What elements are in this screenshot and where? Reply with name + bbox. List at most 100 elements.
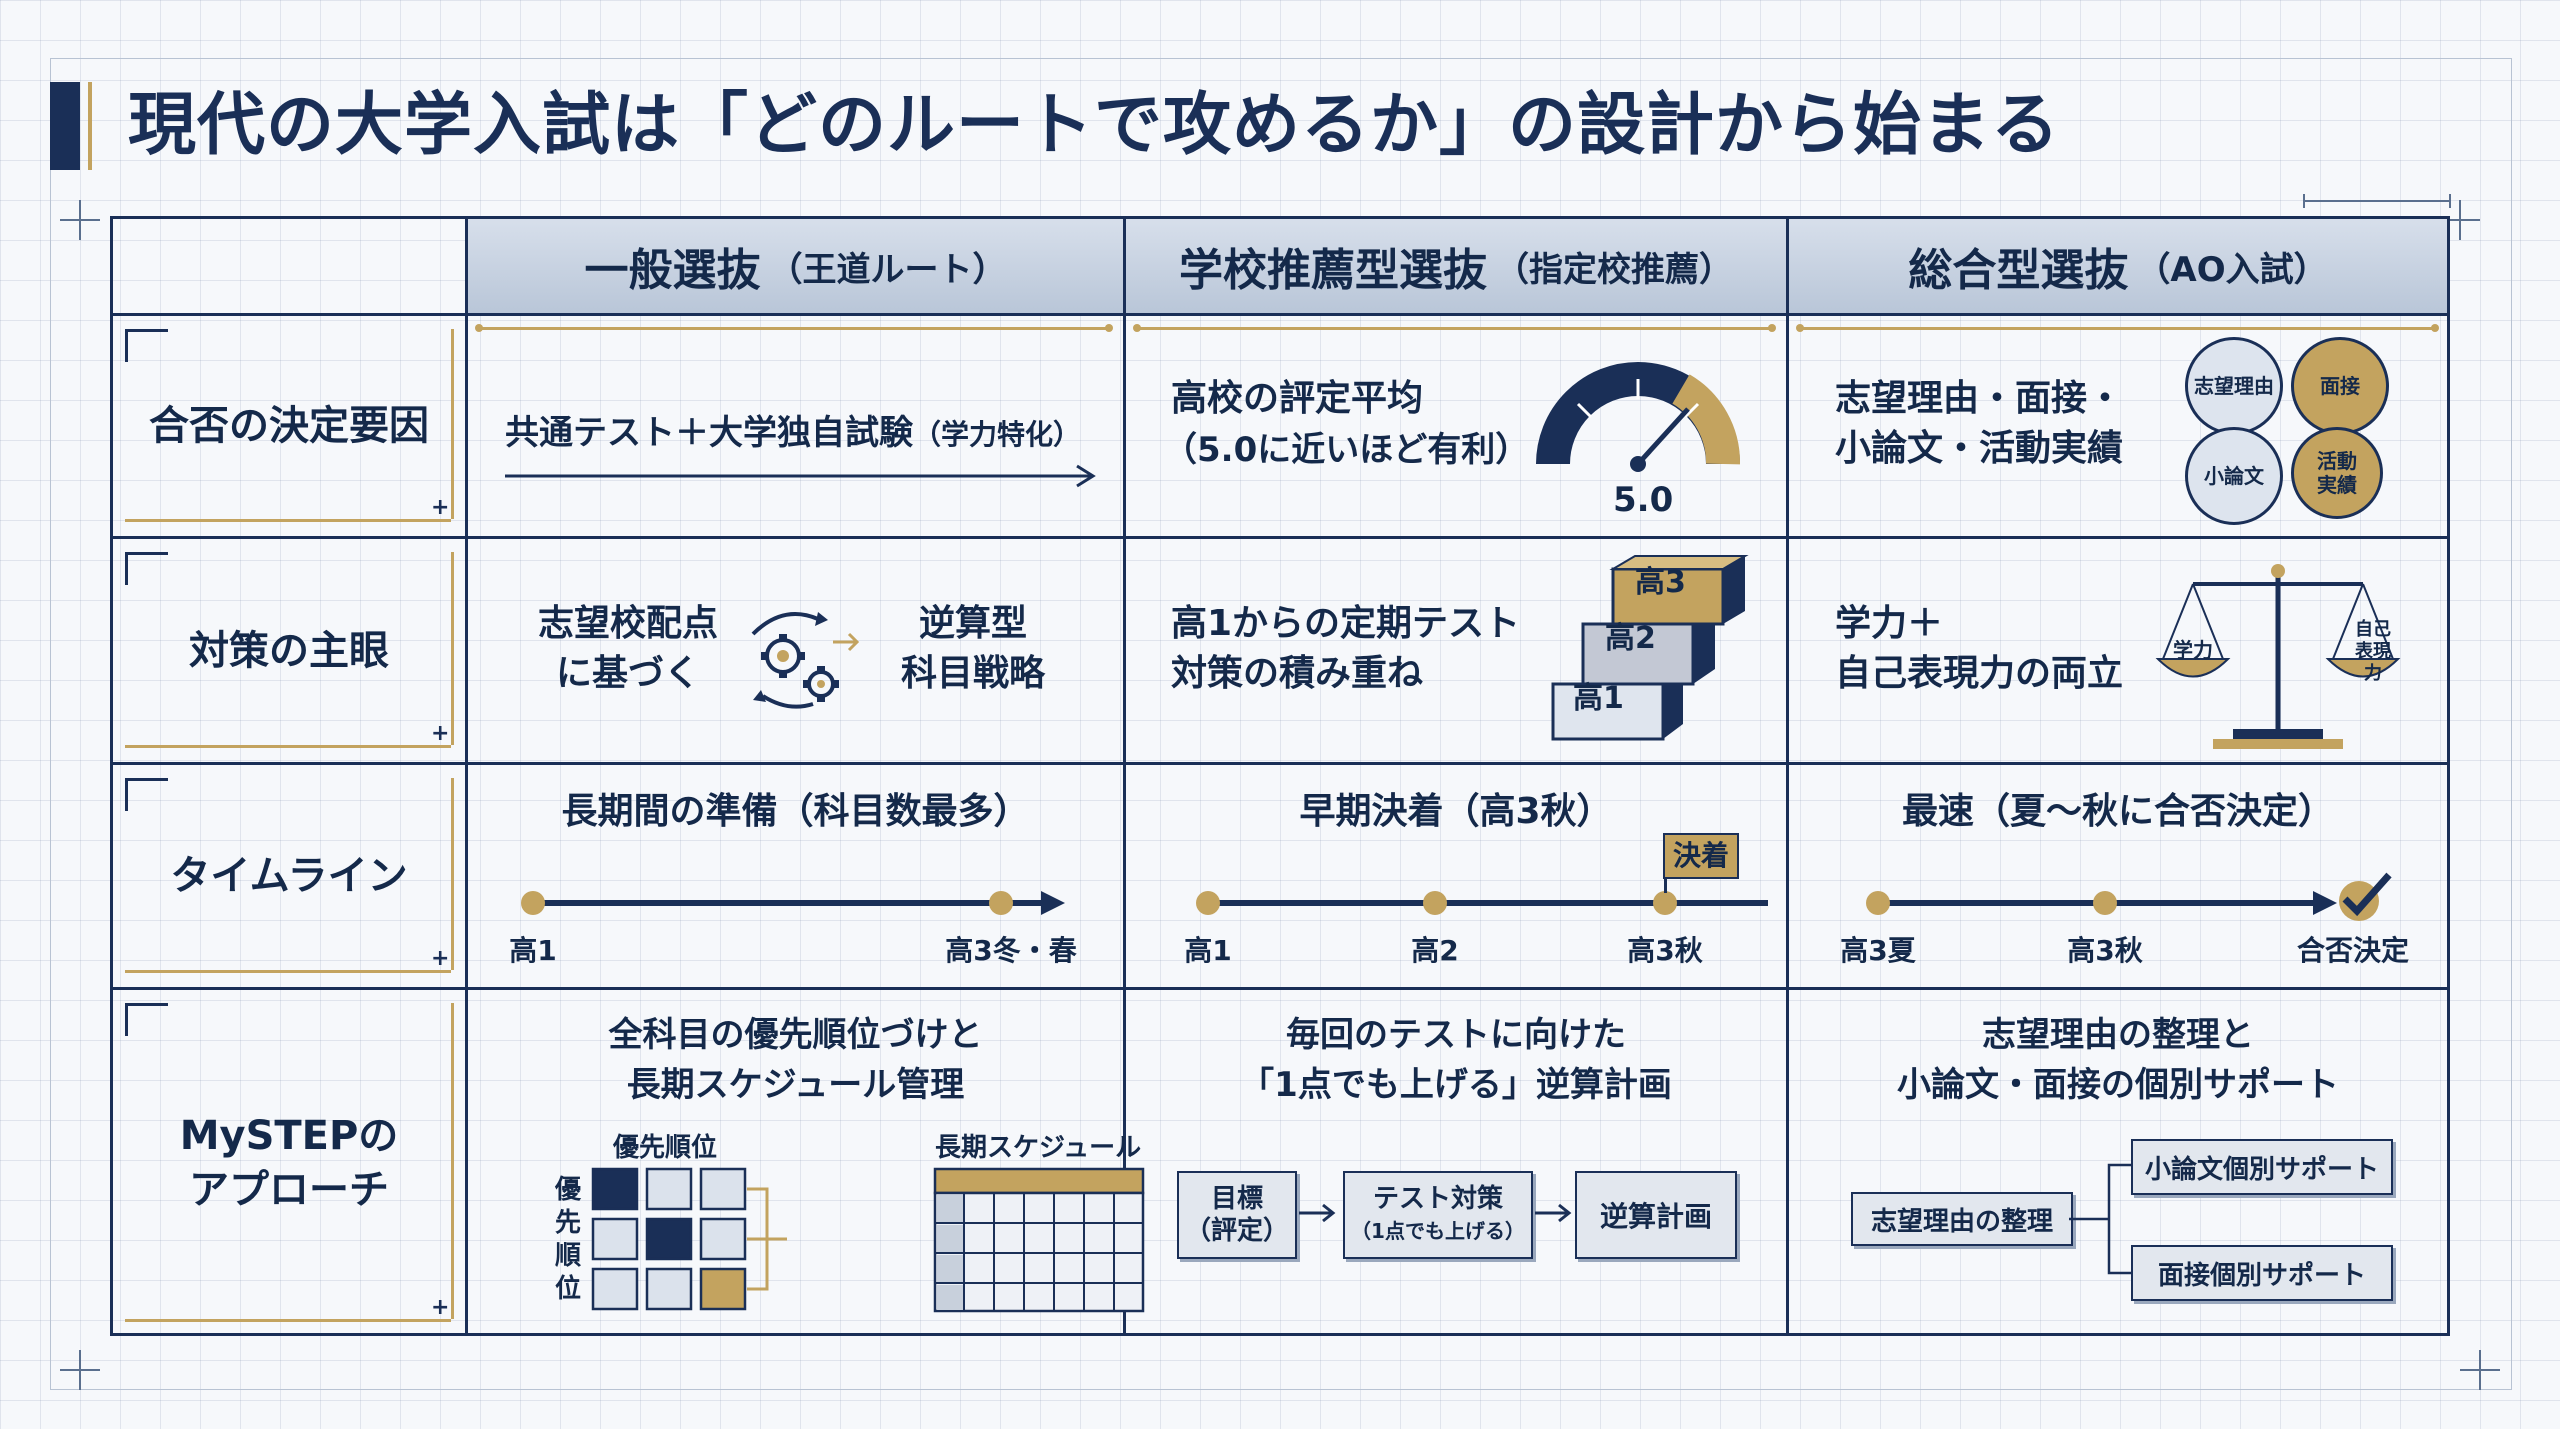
timeline-label: 高3夏 [1840, 934, 1916, 967]
timeline-recommend-title: 早期決着（高3秋） [1299, 791, 1613, 832]
timeline-label: 高2 [1411, 934, 1459, 967]
flow-box-sub: （評定） [1184, 1216, 1289, 1246]
calendar-grid-icon [933, 1167, 1145, 1313]
row-label-focus: 対策の主眼 [189, 627, 389, 674]
factor-recommend-line1: 高校の評定平均 [1171, 378, 1424, 419]
gears-icon [751, 612, 860, 709]
focus-general-right2: 科目戦略 [900, 653, 1045, 694]
timeline-dot [1196, 891, 1220, 915]
timeline-dot [1653, 891, 1677, 915]
grid-line [113, 987, 2447, 990]
timeline-dot [2093, 891, 2117, 915]
gold-accent-line [125, 745, 451, 748]
check-icon [2339, 872, 2392, 921]
approach-general-line2: 長期スケジュール管理 [626, 1065, 965, 1105]
balance-scale-icon [2155, 564, 2401, 749]
root-box-reason: 志望理由の整理 [1851, 1192, 2073, 1246]
gold-accent-line [451, 329, 454, 519]
timeline-label: 高3秋 [1627, 934, 1703, 967]
arrow-right-icon [505, 464, 1096, 488]
crosshair-icon [60, 1350, 100, 1390]
approach-recommend-line2: 「1点でも上げる」逆算計画 [1240, 1065, 1672, 1105]
matrix-side-label: 優先順位 [554, 1175, 581, 1304]
column-header-sub: （AO入試） [2136, 249, 2328, 290]
approach-ao-line2: 小論文・面接の個別サポート [1897, 1065, 2339, 1105]
flow-box-main: テスト対策 [1372, 1184, 1503, 1214]
arrow-right-icon [1299, 1203, 1336, 1223]
timeline-label: 高1 [509, 934, 557, 967]
grid-line [465, 219, 468, 1333]
circle-activities: 活動実績 [2291, 427, 2383, 519]
timeline-line [1208, 900, 1768, 906]
column-header-main: 学校推薦型選抜 [1179, 245, 1487, 296]
page-title: 現代の大学入試は「どのルートで攻めるか」の設計から始まる [128, 86, 2061, 165]
crosshair-icon [60, 200, 100, 240]
dimension-line-icon [2303, 194, 2451, 208]
gold-accent-line [451, 552, 454, 745]
focus-general-left1: 志望校配点 [537, 603, 718, 644]
focus-recommend-line2: 対策の積み重ね [1171, 653, 1424, 694]
timeline-dot [521, 891, 545, 915]
flow-box-main: 目標 [1210, 1184, 1263, 1214]
branch-box-essay: 小論文個別サポート [2131, 1139, 2393, 1195]
gold-accent-line [451, 778, 454, 970]
gold-accent-line [125, 1319, 451, 1322]
grid-line [1786, 219, 1789, 1333]
column-header-sub: （指定校推薦） [1495, 249, 1733, 290]
gauge-value: 5.0 [1613, 480, 1674, 520]
gold-accent-line [451, 1003, 454, 1319]
approach-recommend-line1: 毎回のテストに向けた [1286, 1015, 1626, 1055]
gold-accent-line [1796, 324, 2439, 332]
plus-mark: + [431, 495, 450, 520]
arrow-right-icon [2313, 891, 2337, 915]
header-background [465, 219, 2447, 313]
approach-general-line1: 全科目の優先順位づけと [608, 1015, 983, 1055]
step-label-2: 高2 [1605, 621, 1656, 656]
row-label-factor: 合否の決定要因 [149, 403, 429, 449]
focus-recommend-line1: 高1からの定期テスト [1171, 603, 1521, 644]
step-label-1: 高1 [1573, 681, 1624, 716]
circle-essay: 小論文 [2185, 427, 2283, 525]
timeline-label: 高3冬・春 [945, 934, 1077, 967]
decided-badge: 決着 [1663, 833, 1740, 879]
factor-recommend-line2: （5.0に近いほど有利） [1163, 430, 1530, 470]
step-label-3: 高3 [1635, 565, 1686, 600]
factor-general-main: 共通テスト＋大学独自試験 [505, 413, 913, 453]
scale-right-label: 自己表現力 [2355, 619, 2391, 684]
gold-accent-line [1133, 324, 1776, 332]
column-header-general: 一般選抜 （王道ルート） [468, 219, 1123, 313]
outer-frame [50, 58, 2512, 1390]
circle-interview: 面接 [2291, 337, 2389, 435]
arrow-right-icon [1041, 891, 1065, 915]
grid-line [113, 313, 2447, 316]
branch-connector [2069, 1163, 2151, 1275]
timeline-label: 合否決定 [2296, 934, 2410, 967]
column-header-main: 一般選抜 [584, 245, 761, 296]
circle-reason: 志望理由 [2185, 337, 2283, 435]
priority-matrix-icon [591, 1167, 787, 1311]
focus-general-right1: 逆算型 [918, 603, 1027, 644]
focus-ao-line1: 学力＋ [1835, 603, 1944, 644]
grid-line [113, 762, 2447, 765]
timeline-ao-title: 最速（夏〜秋に合否決定） [1901, 791, 2334, 832]
corner-mark [125, 329, 168, 362]
focus-general-left2: に基づく [555, 653, 700, 694]
crosshair-icon [2440, 200, 2480, 240]
gauge-icon [1536, 362, 1740, 472]
column-header-sub: （王道ルート） [768, 249, 1007, 290]
column-header-ao: 総合型選抜 （AO入試） [1789, 219, 2447, 313]
factor-ao-line2: 小論文・活動実績 [1835, 428, 2124, 469]
plus-mark: + [431, 946, 450, 971]
focus-ao-line2: 自己表現力の両立 [1835, 653, 2124, 694]
corner-mark [125, 1003, 168, 1036]
scale-left-label: 学力 [2173, 638, 2213, 662]
column-header-recommend: 学校推薦型選抜 （指定校推薦） [1126, 219, 1786, 313]
flow-box-plan: 逆算計画 [1575, 1171, 1737, 1259]
title-accent-bar [50, 82, 80, 170]
flow-box-goal: 目標 （評定） [1177, 1171, 1297, 1259]
row-label-approach: MySTEPのアプローチ [179, 1113, 399, 1213]
timeline-line [533, 900, 1043, 906]
corner-mark [125, 778, 168, 811]
flow-box-sub: （1点でも上げる） [1351, 1219, 1525, 1243]
factor-general-text: 共通テスト＋大学独自試験（学力特化） [505, 409, 1081, 459]
